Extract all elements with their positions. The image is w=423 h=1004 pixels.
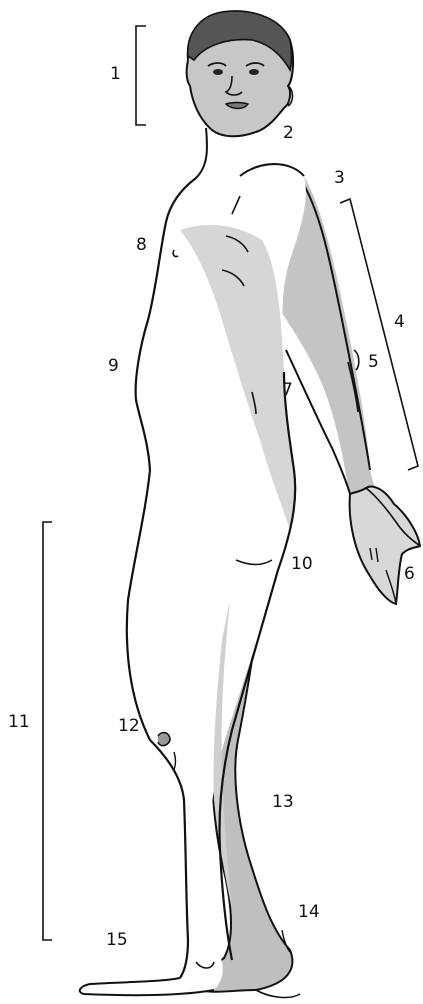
label-2: 2	[283, 125, 294, 142]
label-1: 1	[110, 66, 121, 83]
label-3: 3	[334, 170, 345, 187]
label-15: 15	[106, 932, 128, 949]
body	[80, 128, 306, 995]
bracket-leg	[43, 522, 52, 940]
hand	[350, 487, 420, 604]
label-7: 7	[282, 382, 293, 399]
bracket-head	[136, 26, 146, 125]
label-14: 14	[298, 904, 320, 921]
label-12: 12	[118, 718, 140, 735]
label-11: 11	[8, 714, 30, 731]
label-5: 5	[368, 354, 379, 371]
label-10: 10	[291, 556, 313, 573]
label-6: 6	[404, 566, 415, 583]
label-13: 13	[272, 794, 294, 811]
head	[187, 11, 293, 136]
label-8: 8	[136, 237, 147, 254]
label-9: 9	[108, 358, 119, 375]
label-4: 4	[394, 314, 405, 331]
